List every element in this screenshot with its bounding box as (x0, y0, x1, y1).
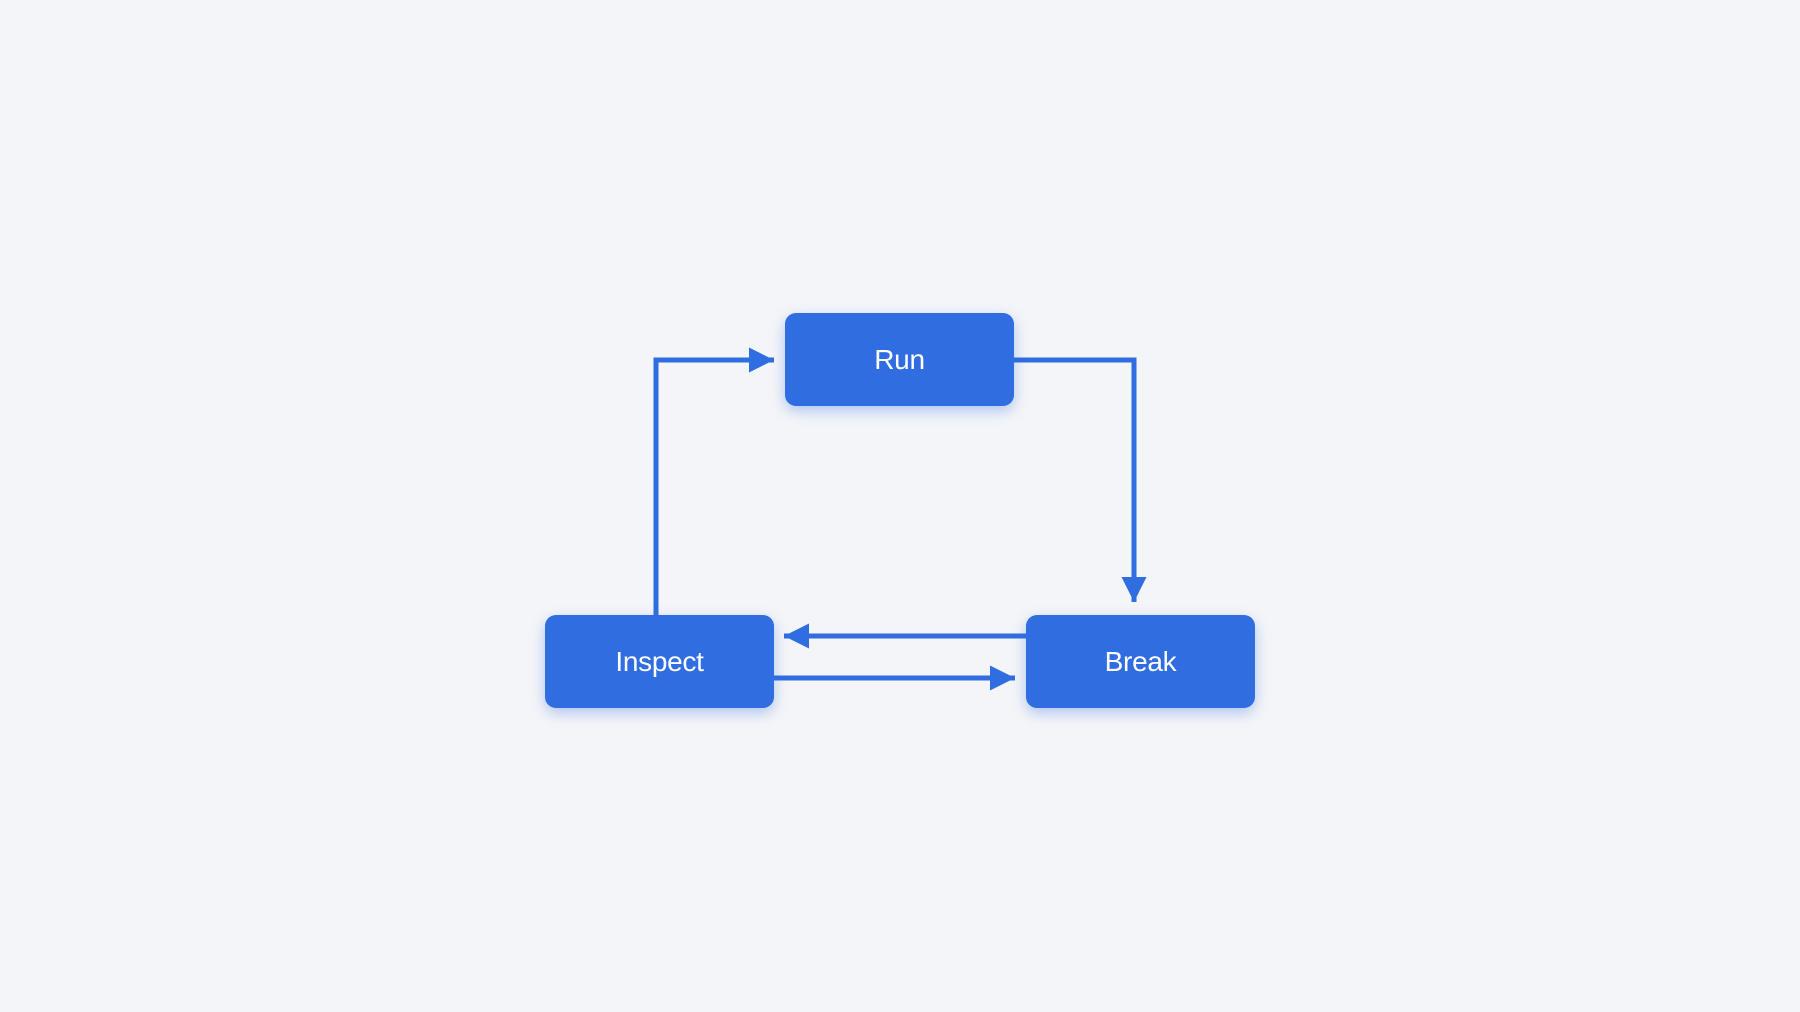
inspect-node: Inspect (545, 615, 774, 708)
run-node-label: Run (874, 343, 925, 375)
break-node: Break (1026, 615, 1255, 708)
inspect-node-label: Inspect (615, 645, 704, 677)
run-node: Run (785, 313, 1014, 406)
arrow-inspect-to-run (653, 347, 774, 615)
break-node-label: Break (1104, 645, 1177, 677)
arrow-run-to-break (1014, 357, 1147, 602)
